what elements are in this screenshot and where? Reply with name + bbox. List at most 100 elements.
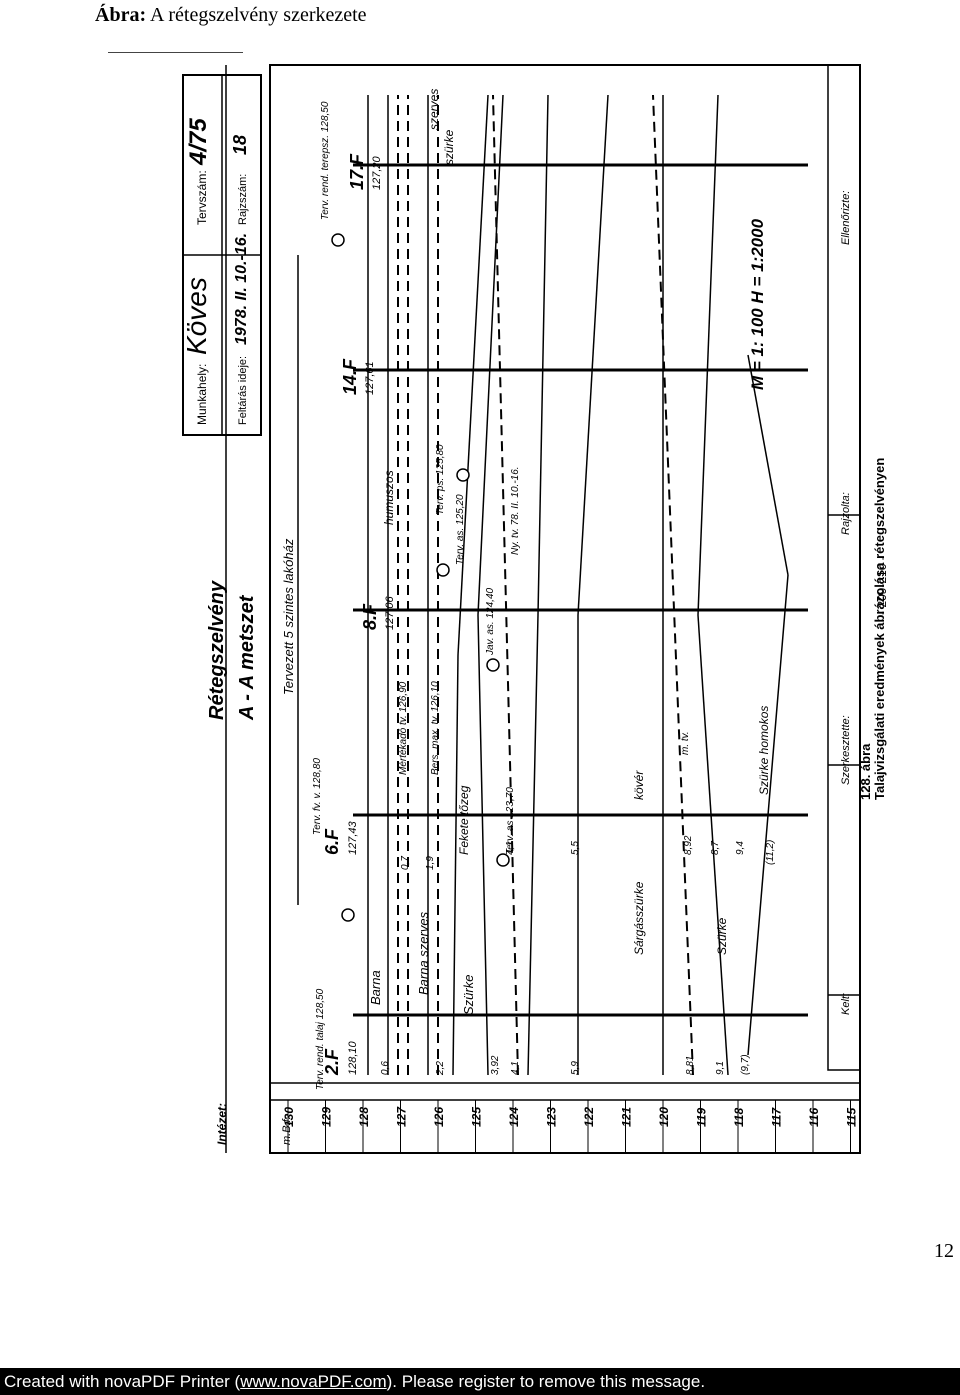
top-rule: [108, 52, 243, 53]
drawing-no-value: 18: [230, 135, 250, 155]
depth-label: 0,6: [380, 1061, 391, 1075]
elevation-grid-lines: [287, 1100, 851, 1153]
level-label: Ny. tv. 78. II. 10.-16.: [510, 466, 521, 555]
signature-label: Szerkesztette:: [840, 715, 852, 785]
print-footer: Created with novaPDF Printer (www.novaPD…: [0, 1368, 960, 1395]
soil-labels: Barna Barna szerves Szürke Sárgásszürke Szür…: [368, 89, 771, 1015]
caption-label: Ábra:: [95, 4, 147, 26]
depth-label: 8,81: [685, 1056, 696, 1075]
surface-6f: Terv. fv. v. 128,80: [312, 758, 323, 835]
borehole-14f-top: 127,61: [364, 361, 376, 395]
depth-label: 4,1: [505, 841, 516, 855]
page-number: 12: [934, 1240, 954, 1262]
caption-title: A rétegszelvény szerkezete: [150, 4, 367, 26]
depth-label: 9,4: [735, 841, 746, 855]
planned-building: Tervezett 5 szintes lakóház: [281, 538, 296, 695]
soil-label: Barna: [368, 970, 383, 1005]
figure-page: - 209-210 -: [875, 556, 888, 615]
signature-label: Kelt:: [840, 993, 852, 1015]
footer-prefix: Created with novaPDF Printer (: [4, 1372, 241, 1391]
depth-label: 5,5: [570, 841, 581, 855]
water-level-lines: [397, 94, 694, 1076]
borehole-14f: 14.F: [340, 358, 360, 395]
borehole-6f-top: 127,43: [347, 820, 359, 855]
drawing-title-2: A - A metszet: [236, 594, 258, 721]
depth-label: 0,7: [400, 856, 411, 870]
elevation-label: 117: [770, 1107, 784, 1127]
elevation-label: 124: [507, 1107, 521, 1127]
institute-label: Intézet:: [215, 1103, 229, 1145]
worksite-label: Munkahely:: [195, 364, 209, 425]
borehole-8f-top: 127,06: [384, 595, 396, 630]
elevation-axis-box: [269, 1082, 861, 1154]
section-svg: Munkahely: Köves Tervszám: 4/75 Feltárás…: [181, 64, 888, 1154]
depth-label: (11,2): [765, 840, 776, 865]
borehole-2f: 2.F: [322, 1048, 342, 1076]
benchmark-markers: [331, 233, 510, 922]
drawing-no-label: Rajzszám:: [237, 174, 249, 225]
signature-label: Ellenőrizte:: [840, 191, 852, 245]
borehole-2f-top: 128,10: [347, 1040, 359, 1075]
surface-2f: Terv. rend. talaj 128,50: [315, 988, 326, 1090]
elevation-label: 130: [282, 1107, 296, 1127]
drawing-title-1: Rétegszelvény: [206, 580, 228, 720]
level-label: Terv. ps. 125,80: [435, 444, 446, 515]
soil-boundaries: [367, 94, 789, 1076]
worksite-value: Köves: [181, 277, 212, 355]
figure-caption: Ábra: A rétegszelvény szerkezete: [95, 4, 367, 27]
elevation-label: 129: [320, 1107, 334, 1127]
figure-no: 128. ábra: [858, 743, 873, 800]
soil-label: kövér: [632, 770, 646, 800]
excavation-label: Feltárás ideje:: [237, 356, 249, 425]
level-labels: Mértékadó tv. 126,90 Bers. max. tv. 126,1…: [398, 444, 691, 855]
signature-boxes: Kelt: Szerkesztette: Rajzolta: Ellenőrizte:: [828, 64, 860, 1015]
depth-label: 8,7: [710, 841, 721, 855]
elevation-label: 126: [432, 1107, 446, 1127]
soil-label: Barna szerves: [416, 911, 431, 995]
elevation-label: 128: [357, 1107, 371, 1127]
scale-text: M = 1: 100 H = 1:2000: [748, 218, 767, 390]
borehole-17f: 17.F: [347, 153, 367, 190]
signature-label: Rajzolta:: [840, 492, 852, 535]
level-label: Bers. max. tv. 126,10: [430, 681, 441, 775]
elevation-label: 121: [620, 1107, 634, 1127]
excavation-value: 1978. II. 10.-16.: [233, 233, 250, 345]
soil-label: Szürke homokos: [757, 706, 771, 795]
borehole-columns: [353, 163, 808, 1017]
level-label: Mértékadó tv. 126,90: [398, 681, 409, 775]
soil-label: Szürke: [715, 917, 729, 955]
borehole-17f-top: 127,20: [371, 155, 383, 190]
soil-label: humuszos: [382, 470, 396, 525]
footer-link[interactable]: www.novaPDF.com: [240, 1372, 387, 1391]
stratigraphic-section-drawing: Munkahely: Köves Tervszám: 4/75 Feltárás…: [108, 55, 888, 1167]
depth-label: 4,1: [510, 1061, 521, 1075]
plan-no-value: 4/75: [185, 118, 212, 166]
soil-label: szerves: [427, 89, 441, 130]
elevation-header: m.B.f.: [281, 1116, 293, 1145]
level-label: Jav. as. 124,40: [485, 587, 496, 656]
level-label: Terv. as. 125,20: [455, 494, 466, 565]
surface-17f: Terv. rend. terepsz. 128,50: [320, 101, 331, 220]
depth-label: 8,92: [683, 835, 694, 855]
elevation-label: 122: [582, 1107, 596, 1127]
elevation-label: 120: [657, 1107, 671, 1127]
soil-label: Fekete tőzeg: [457, 785, 471, 855]
soil-label: Sárgásszürke: [632, 881, 646, 955]
elevation-label: 118: [732, 1108, 746, 1127]
depth-label: 5,9: [570, 1061, 581, 1075]
elevation-label: 119: [695, 1108, 709, 1127]
depth-label: 2,2: [435, 1061, 446, 1076]
level-label: m. tv.: [680, 731, 691, 755]
footer-suffix: ). Please register to remove this messag…: [386, 1372, 706, 1391]
elevation-label: 115: [845, 1108, 859, 1127]
depth-label: 3,92: [490, 1055, 501, 1075]
elevation-label: 127: [395, 1106, 409, 1127]
soil-label: szürke: [442, 129, 456, 165]
level-label: Terv. as 123,70: [505, 787, 516, 855]
depth-label: (9,7): [740, 1054, 751, 1075]
elevation-label: 123: [545, 1107, 559, 1127]
figure-caption-text: Talajvizsgálati eredmények ábrázolása ré…: [872, 458, 887, 800]
borehole-8f: 8.F: [360, 603, 380, 630]
